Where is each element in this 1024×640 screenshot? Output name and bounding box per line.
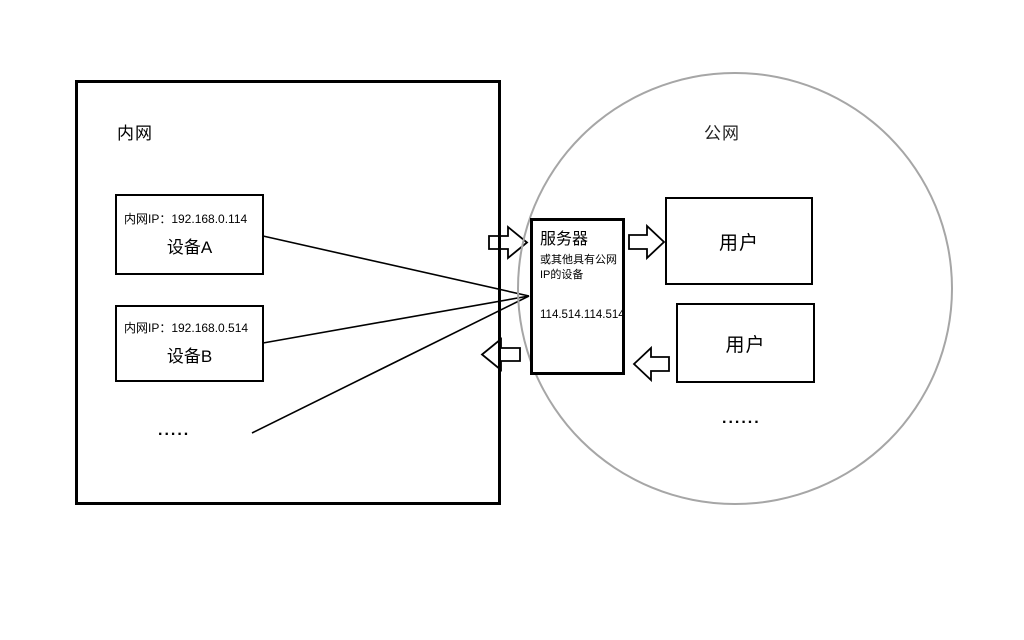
server-box: 服务器 或其他具有公网IP的设备 114.514.114.514 [530, 218, 625, 375]
intranet-box [75, 80, 501, 505]
user-bottom-label: 用户 [725, 334, 766, 356]
connection-line-more-devices-to-server [251, 295, 530, 434]
connection-line-device-b-to-server [262, 295, 530, 344]
arrow-right-intranet-to-server-icon [488, 225, 529, 260]
intranet-more-devices-ellipsis: ..... [158, 422, 191, 439]
connection-line-device-a-to-server [262, 235, 530, 297]
device-b-ip: 内网IP：192.168.0.514 [124, 320, 249, 335]
public-network-label: 公网 [704, 124, 740, 143]
user-bottom-box: 用户 [676, 303, 815, 383]
server-subtitle: 或其他具有公网IP的设备 [540, 254, 617, 281]
public-network-circle [517, 72, 953, 505]
arrow-left-server-to-intranet-icon [480, 337, 521, 372]
user-top-box: 用户 [665, 197, 813, 285]
device-a-name: 设备A [166, 237, 213, 257]
server-public-ip: 114.514.114.514 [540, 308, 625, 321]
user-top-label: 用户 [718, 232, 759, 254]
server-name: 服务器 [540, 231, 589, 248]
public-more-users-ellipsis: ...... [722, 410, 761, 427]
device-b-box: 内网IP：192.168.0.514 设备B [115, 305, 264, 382]
intranet-label: 内网 [117, 124, 153, 143]
device-a-box: 内网IP：192.168.0.114 设备A [115, 194, 264, 275]
device-b-name: 设备B [166, 346, 213, 366]
device-a-ip: 内网IP：192.168.0.114 [124, 211, 248, 226]
